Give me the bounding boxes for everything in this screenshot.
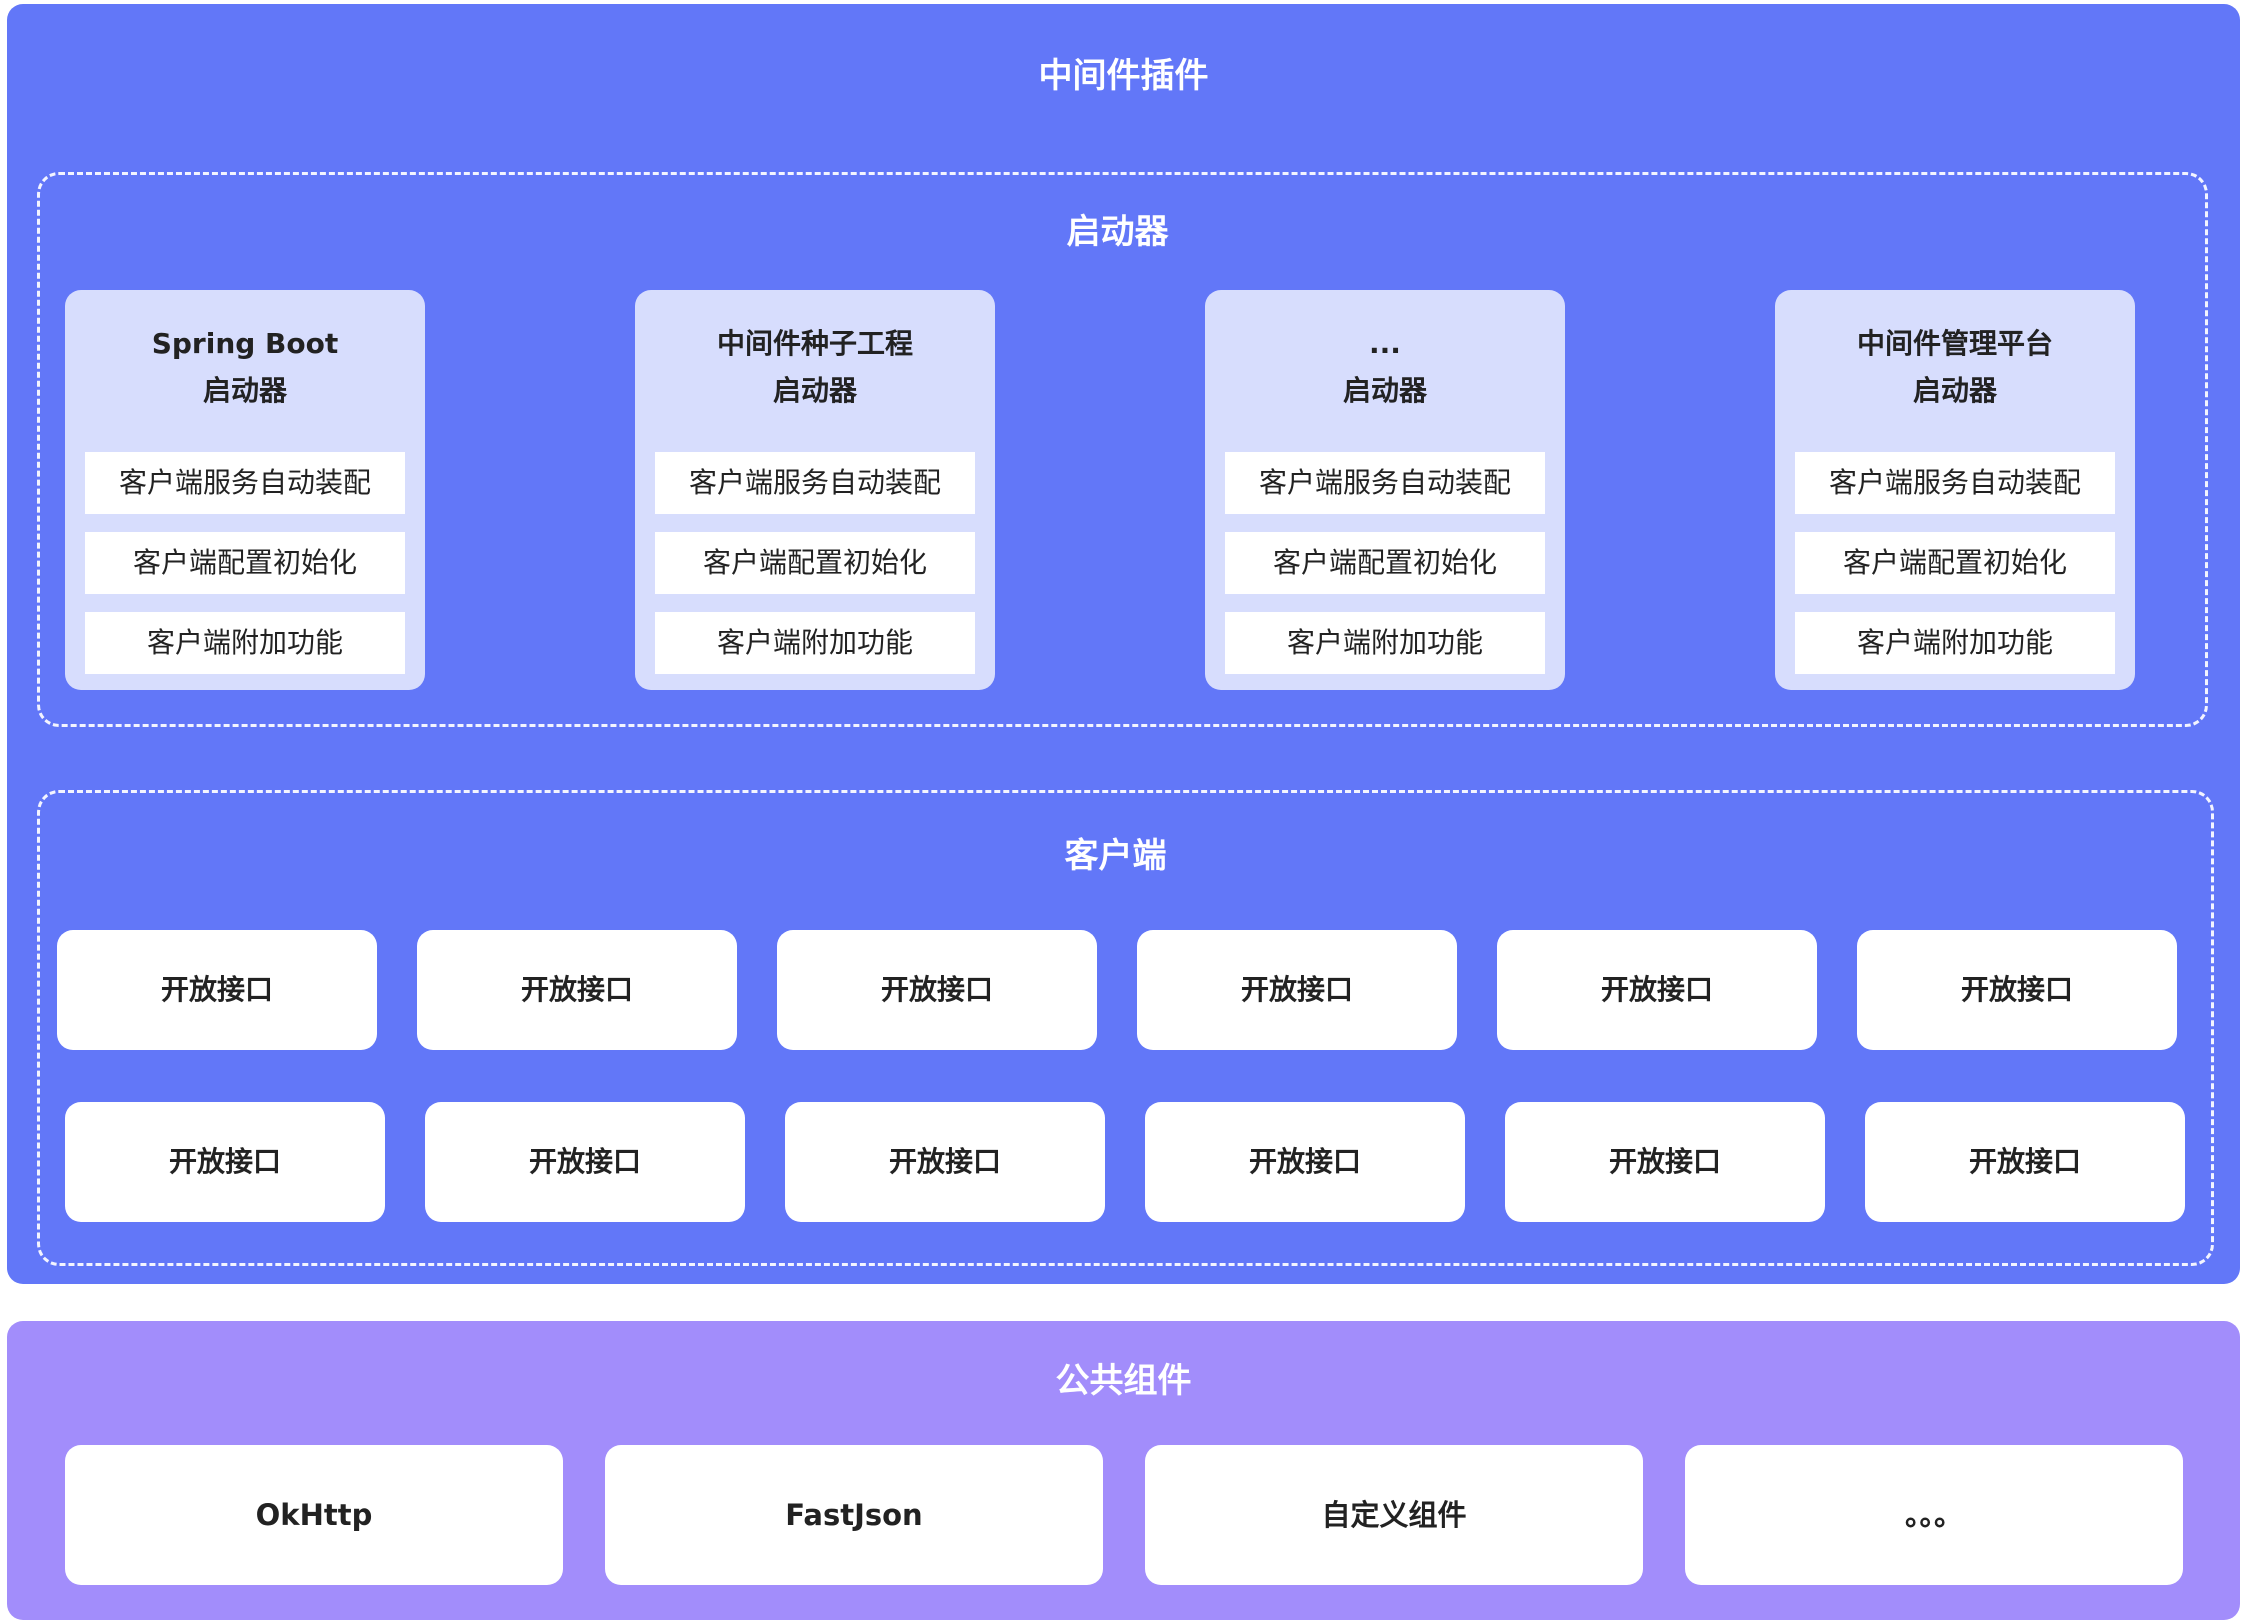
starter-card-title: ... 启动器 (1205, 320, 1565, 414)
open-interface-box: 开放接口 (785, 1102, 1105, 1222)
starter-card-name: ... (1369, 327, 1401, 360)
starter-card-title: Spring Boot 启动器 (65, 320, 425, 414)
feature-auto-assembly: 客户端服务自动装配 (85, 452, 405, 514)
open-interface-box: 开放接口 (1865, 1102, 2185, 1222)
starter-card-title: 中间件管理平台 启动器 (1775, 320, 2135, 414)
starter-card-title: 中间件种子工程 启动器 (635, 320, 995, 414)
starter-card-ellipsis: ... 启动器 客户端服务自动装配 客户端配置初始化 客户端附加功能 (1205, 290, 1565, 690)
starter-card-name: Spring Boot (151, 327, 339, 360)
component-more: 。。。 (1685, 1445, 2183, 1585)
open-interface-box: 开放接口 (57, 930, 377, 1050)
feature-config-init: 客户端配置初始化 (1795, 532, 2115, 594)
starter-card-name: 中间件管理平台 (1856, 327, 2053, 360)
starter-card-name: 中间件种子工程 (716, 327, 913, 360)
starters-title: 启动器 (1066, 212, 1169, 252)
client-group: 客户端 (37, 790, 2214, 1266)
feature-config-init: 客户端配置初始化 (1225, 532, 1545, 594)
feature-auto-assembly: 客户端服务自动装配 (655, 452, 975, 514)
client-title: 客户端 (1064, 836, 1167, 876)
feature-additional: 客户端附加功能 (85, 612, 405, 674)
open-interface-box: 开放接口 (777, 930, 1097, 1050)
component-custom: 自定义组件 (1145, 1445, 1643, 1585)
starter-card-suffix: 启动器 (772, 374, 857, 407)
open-interface-box: 开放接口 (425, 1102, 745, 1222)
component-fastjson: FastJson (605, 1445, 1103, 1585)
open-interface-box: 开放接口 (65, 1102, 385, 1222)
feature-additional: 客户端附加功能 (655, 612, 975, 674)
starter-card-suffix: 启动器 (1342, 374, 1427, 407)
open-interface-box: 开放接口 (1857, 930, 2177, 1050)
common-components-title: 公共组件 (1055, 1361, 1192, 1401)
feature-additional: 客户端附加功能 (1795, 612, 2115, 674)
starter-card-spring-boot: Spring Boot 启动器 客户端服务自动装配 客户端配置初始化 客户端附加… (65, 290, 425, 690)
feature-config-init: 客户端配置初始化 (85, 532, 405, 594)
open-interface-box: 开放接口 (417, 930, 737, 1050)
feature-auto-assembly: 客户端服务自动装配 (1225, 452, 1545, 514)
feature-config-init: 客户端配置初始化 (655, 532, 975, 594)
starter-card-suffix: 启动器 (1912, 374, 1997, 407)
starter-card-management-platform: 中间件管理平台 启动器 客户端服务自动装配 客户端配置初始化 客户端附加功能 (1775, 290, 2135, 690)
feature-additional: 客户端附加功能 (1225, 612, 1545, 674)
starter-card-suffix: 启动器 (202, 374, 287, 407)
feature-auto-assembly: 客户端服务自动装配 (1795, 452, 2115, 514)
starters-group: 启动器 (37, 172, 2208, 727)
starter-card-seed-project: 中间件种子工程 启动器 客户端服务自动装配 客户端配置初始化 客户端附加功能 (635, 290, 995, 690)
middleware-plugin-title: 中间件插件 (1038, 56, 1209, 96)
open-interface-box: 开放接口 (1505, 1102, 1825, 1222)
open-interface-box: 开放接口 (1137, 930, 1457, 1050)
component-okhttp: OkHttp (65, 1445, 563, 1585)
open-interface-box: 开放接口 (1497, 930, 1817, 1050)
open-interface-box: 开放接口 (1145, 1102, 1465, 1222)
